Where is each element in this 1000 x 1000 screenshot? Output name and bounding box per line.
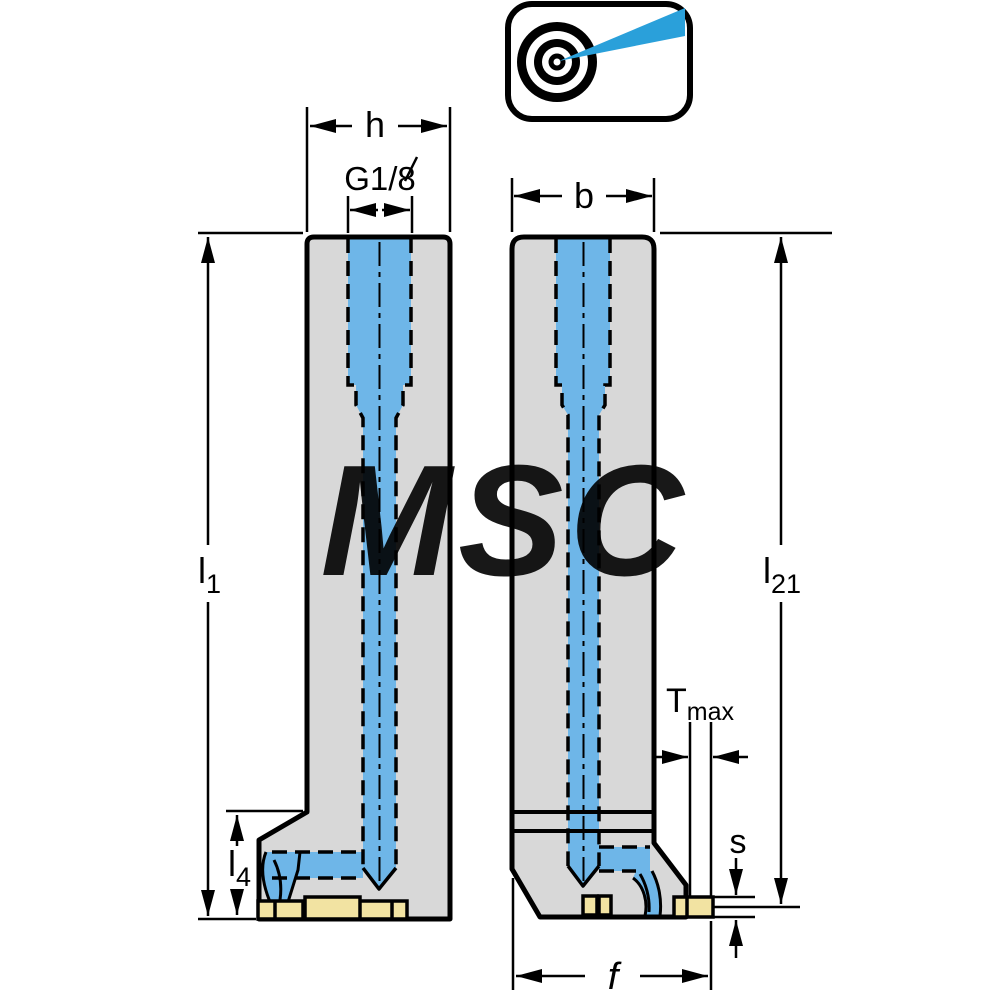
- dim-label-l4: l4: [228, 843, 251, 892]
- dim-l21: [660, 231, 832, 909]
- right-channel-hidden-lines: [554, 238, 650, 873]
- l1-subscript: 1: [206, 569, 221, 599]
- watermark-text: MSC: [320, 433, 689, 609]
- left-body: [259, 237, 450, 919]
- dim-label-l21: l21: [763, 550, 801, 599]
- left-body-outline: [256, 234, 453, 922]
- brand-target-logo: [505, 1, 693, 122]
- dim-s: [713, 858, 755, 958]
- l4-base: l: [228, 843, 236, 884]
- left-nozzle-outline: [261, 851, 302, 903]
- left-channel-tip: [361, 866, 398, 891]
- l4-subscript: 4: [236, 862, 251, 892]
- dim-b: [510, 178, 656, 232]
- right-stream-outline: [632, 870, 663, 917]
- dim-thread-extension-lines: [346, 156, 419, 233]
- right-insert: [672, 895, 715, 919]
- screw-right: [597, 894, 613, 917]
- left-head-channel-hidden-lines: [272, 850, 363, 880]
- dim-h-extension-lines: [305, 107, 452, 232]
- dim-f: [511, 878, 713, 990]
- dimension-labels: h G1/8 b l1 l4 l21 Tmax s f: [198, 104, 801, 998]
- insert-segment-raised: [303, 895, 362, 921]
- linework: [198, 107, 832, 990]
- dim-l4: [226, 809, 303, 915]
- dim-label-s: s: [730, 823, 747, 861]
- dim-thread: [346, 156, 419, 233]
- side-insert-screws: [581, 894, 613, 917]
- dim-b-extension-lines: [510, 178, 656, 232]
- l1-base: l: [198, 550, 206, 591]
- dim-l21-extension-lines: [660, 231, 832, 909]
- dim-tmax: [656, 722, 748, 896]
- dim-l1: [198, 231, 303, 921]
- dim-f-extension-lines: [511, 878, 713, 990]
- dim-label-f: f: [608, 956, 622, 998]
- dim-s-extension-lines: [713, 895, 755, 919]
- dim-label-l1: l1: [198, 550, 221, 599]
- l21-subscript: 21: [771, 569, 801, 599]
- dim-h: [305, 107, 452, 232]
- right-body-outline: [509, 234, 689, 920]
- dim-label-b: b: [574, 175, 594, 216]
- l21-base: l: [763, 550, 771, 591]
- right-channel-tip: [566, 864, 601, 888]
- dim-label-h: h: [365, 104, 385, 145]
- tmax-base: T: [666, 682, 687, 720]
- tmax-subscript: max: [687, 698, 735, 726]
- screw-left: [581, 894, 599, 917]
- left-channel-hidden-lines: [346, 238, 413, 868]
- arrow-wedge-icon: [559, 8, 685, 61]
- left-insert-strip: [256, 895, 409, 921]
- right-head-channel: [599, 847, 650, 871]
- dim-label-tmax: Tmax: [666, 682, 735, 726]
- dim-tmax-extension-lines: [688, 722, 713, 896]
- dim-l1-extension-lines: [198, 231, 303, 921]
- target-icon: [517, 22, 597, 102]
- insert-dividers: [273, 901, 394, 919]
- dim-label-thread: G1/8: [344, 160, 416, 197]
